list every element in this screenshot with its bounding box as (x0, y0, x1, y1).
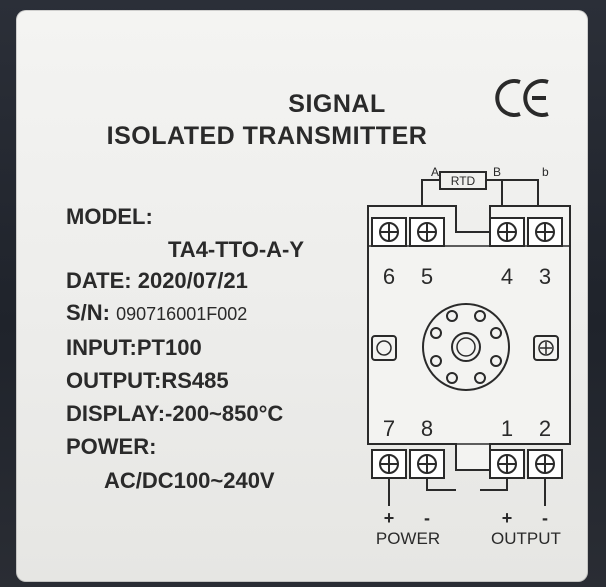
top-terminal-3 (527, 217, 563, 247)
rtd-wire-b (486, 179, 503, 206)
sn-row: S/N: 090716001F002 (66, 300, 247, 326)
date-row: DATE: 2020/07/21 (66, 268, 248, 294)
power-label: POWER: (66, 434, 157, 459)
terminal-number-5: 5 (421, 264, 433, 289)
date-value: 2020/07/21 (137, 268, 248, 293)
terminal-number-3: 3 (539, 264, 551, 289)
top-terminal-5 (409, 217, 445, 247)
mounting-hole-left-inner (376, 340, 392, 356)
output-negative-sign: - (542, 508, 548, 528)
rtd-terminal-a: A (431, 165, 439, 179)
ce-mark (495, 79, 549, 117)
sn-value: 090716001F002 (116, 304, 248, 324)
input-spec: INPUT:PT100 (66, 335, 202, 360)
terminal-number-4: 4 (501, 264, 513, 289)
power-terminal-label: POWER (376, 529, 440, 548)
power-positive-sign: + (384, 508, 395, 528)
octal-socket (422, 303, 510, 391)
title-line-2: ISOLATED TRANSMITTER (106, 122, 428, 150)
rtd-wire-a (421, 179, 440, 206)
title-line-1: SIGNAL (288, 90, 386, 118)
rtd-terminal-b: B (493, 165, 501, 179)
model-label: MODEL: (66, 204, 153, 229)
bottom-terminal-8 (409, 449, 445, 479)
mounting-screw-right (533, 335, 559, 361)
sn-label: S/N: (66, 300, 110, 325)
terminal-number-1: 1 (501, 416, 513, 441)
terminal-number-8: 8 (421, 416, 433, 441)
wiring-diagram: A B b RTD 6 5 4 3 (367, 165, 571, 548)
output-wire-positive (480, 478, 508, 491)
terminal-number-6: 6 (383, 264, 395, 289)
output-spec: OUTPUT:RS485 (66, 368, 229, 393)
display-spec: DISPLAY:-200~850°C (66, 401, 284, 426)
top-terminal-4 (489, 217, 525, 247)
rtd-wire-b-lower (502, 179, 539, 206)
bottom-terminal-2 (527, 449, 563, 479)
rtd-terminal-b-lower: b (542, 165, 549, 179)
power-negative-sign: - (424, 508, 430, 528)
rtd-label: RTD (451, 174, 476, 188)
top-terminal-6 (371, 217, 407, 247)
power-value: AC/DC100~240V (104, 468, 275, 493)
mounting-hole-left (371, 335, 397, 361)
date-label: DATE: (66, 268, 132, 293)
terminal-number-2: 2 (539, 416, 551, 441)
model-value: TA4-TTO-A-Y (168, 237, 305, 262)
power-wire-negative (426, 478, 456, 491)
bottom-terminal-7 (371, 449, 407, 479)
output-terminal-label: OUTPUT (491, 529, 561, 548)
output-positive-sign: + (502, 508, 513, 528)
terminal-number-7: 7 (383, 416, 395, 441)
bottom-terminal-1 (489, 449, 525, 479)
